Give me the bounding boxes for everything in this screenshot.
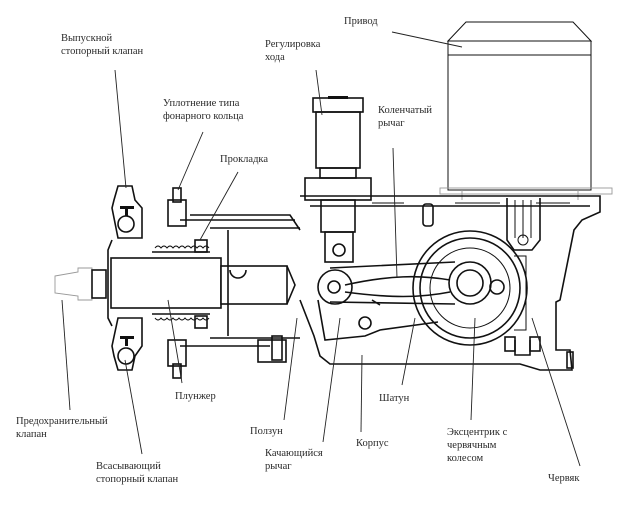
label-relief-valve: Предохранительный клапан bbox=[16, 416, 108, 440]
drive-motor bbox=[439, 21, 613, 200]
eccentric-worm-wheel bbox=[412, 230, 528, 346]
label-rocker-arm: Качающийся рычаг bbox=[265, 448, 323, 472]
label-crank-lever: Коленчатый рычаг bbox=[378, 105, 433, 129]
pump-head-flange bbox=[107, 239, 113, 327]
outlet-check-valve bbox=[111, 185, 143, 239]
label-stroke-adjustment: Регулировка хода bbox=[265, 39, 321, 63]
label-outlet-check-valve: Выпускной стопорный клапан bbox=[61, 33, 144, 57]
label-plunger: Плунжер bbox=[175, 391, 216, 402]
pump-head bbox=[110, 187, 301, 379]
label-eccentric-worm-wheel: Эксцентрик с червячным колесом bbox=[447, 427, 508, 464]
label-worm: Червяк bbox=[548, 473, 580, 484]
stroke-adjustment-knob bbox=[304, 96, 372, 263]
label-slider: Ползун bbox=[250, 426, 283, 437]
label-housing: Корпус bbox=[356, 438, 389, 449]
gear-housing bbox=[299, 195, 601, 371]
suction-check-valve bbox=[111, 317, 143, 371]
label-drive: Привод bbox=[344, 16, 378, 27]
label-gasket: Прокладка bbox=[220, 154, 269, 165]
connecting-rod bbox=[317, 261, 456, 305]
relief-valve bbox=[54, 267, 107, 301]
leader-lines bbox=[61, 31, 581, 467]
label-lantern-ring-seal: Уплотнение типа фонарного кольца bbox=[163, 98, 244, 122]
label-suction-check-valve: Всасывающий стопорный клапан bbox=[96, 461, 179, 485]
label-connecting-rod: Шатун bbox=[379, 393, 410, 404]
rocker-arm bbox=[317, 299, 439, 341]
